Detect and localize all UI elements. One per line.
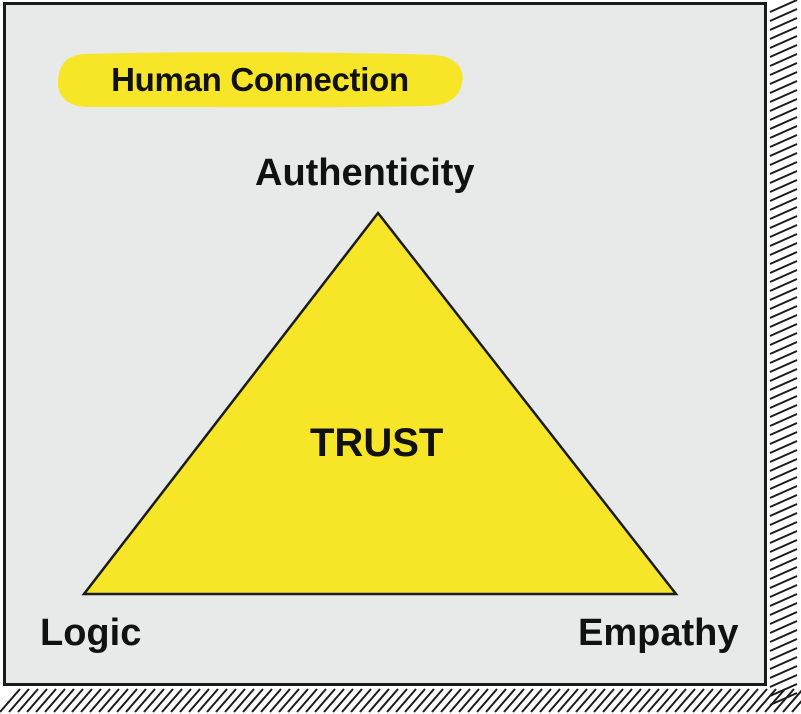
vertex-label-empathy: Empathy	[578, 612, 739, 654]
center-label-trust: TRUST	[310, 421, 444, 465]
triangle-shape	[81, 210, 679, 596]
title-text: Human Connection	[111, 61, 409, 98]
vertex-label-authenticity: Authenticity	[255, 152, 475, 194]
title-highlight	[57, 52, 463, 108]
vertex-label-logic: Logic	[40, 612, 142, 654]
title-badge: Human Connection	[55, 50, 465, 110]
